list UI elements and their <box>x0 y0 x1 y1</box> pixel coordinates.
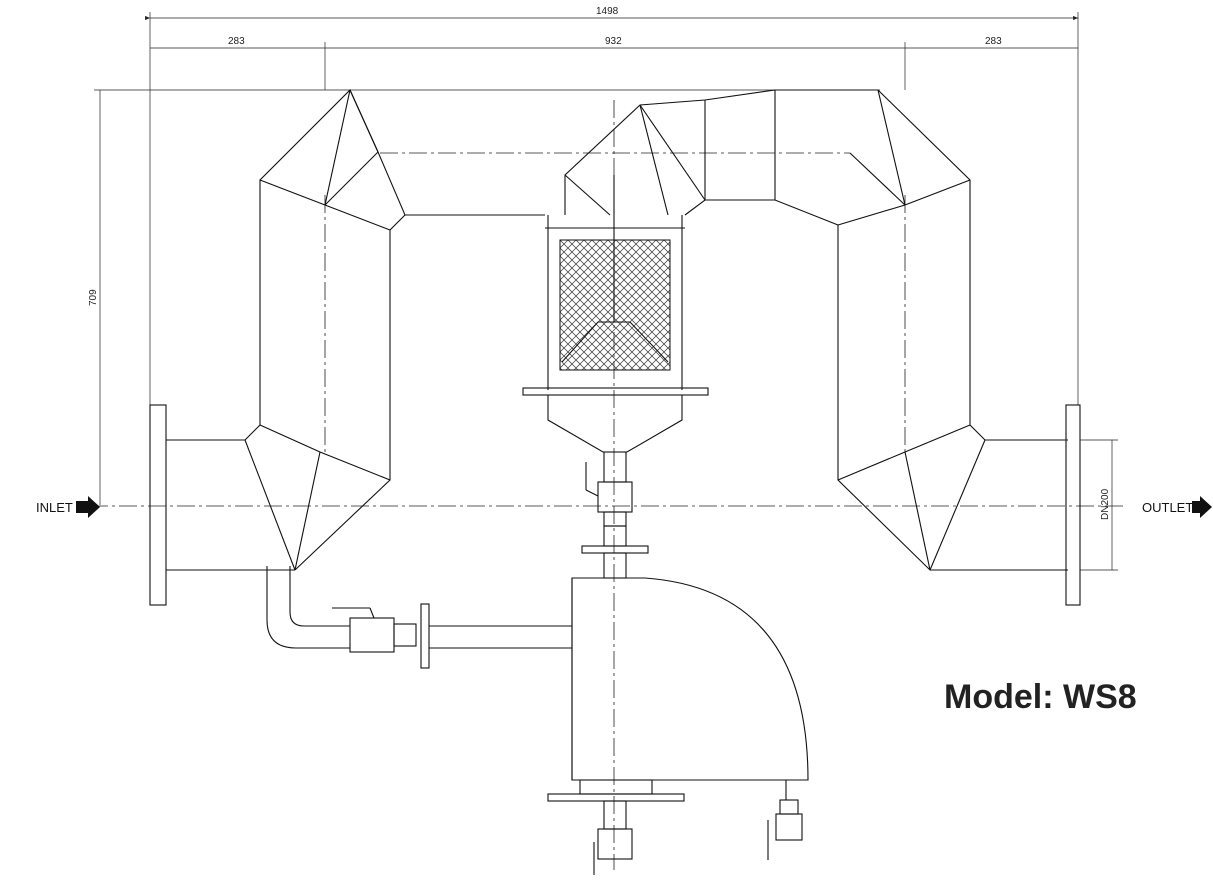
dim-center-span: 932 <box>605 36 622 47</box>
dim-overall-width: 1498 <box>596 6 619 17</box>
dim-left-offset: 283 <box>228 36 245 47</box>
bypass-pipe <box>266 566 572 669</box>
dim-height: 709 <box>88 289 99 306</box>
upper-drain-valve <box>581 462 649 579</box>
inlet-flange <box>149 404 295 606</box>
dimension-lines <box>94 12 1118 571</box>
right-pipe-leg <box>837 89 1068 571</box>
inlet-label: INLET <box>36 500 73 515</box>
model-label: Model: WS8 <box>944 678 1137 716</box>
outlet-arrow-icon <box>1192 496 1212 518</box>
dim-right-offset: 283 <box>985 36 1002 47</box>
inlet-arrow-icon <box>76 496 100 518</box>
sump-tank <box>547 577 809 875</box>
dim-nominal-diameter: DN200 <box>1100 488 1111 520</box>
outlet-label: OUTLET <box>1142 500 1193 515</box>
left-pipe-leg <box>244 89 545 571</box>
strainer-mesh-basket <box>559 239 671 371</box>
outlet-flange <box>1065 404 1081 606</box>
strainer-housing <box>522 175 709 483</box>
top-center-pipe <box>564 89 878 226</box>
